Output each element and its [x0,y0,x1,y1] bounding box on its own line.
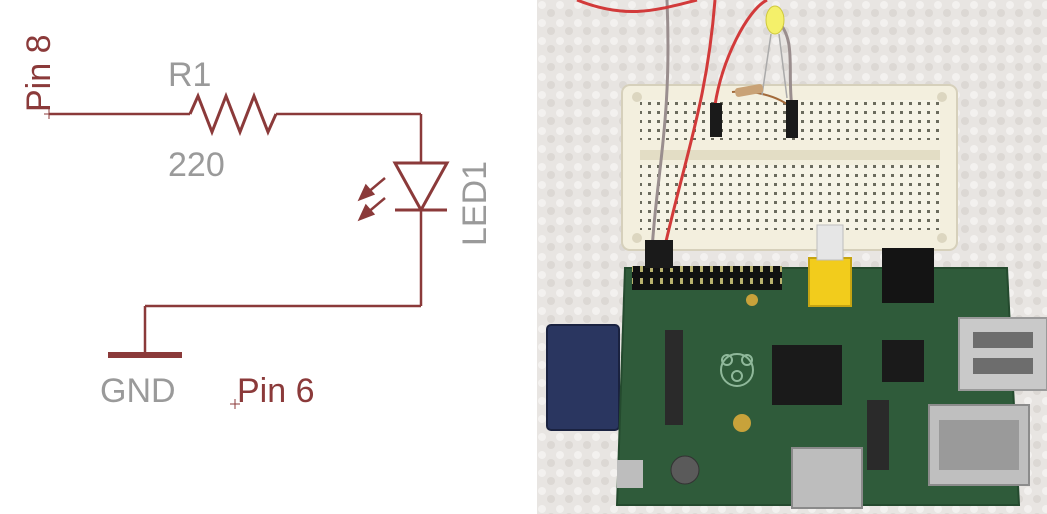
gpio-header [632,266,782,290]
soc-chip [772,345,842,405]
jumper-pin-right [786,100,798,138]
resistor-name-label: R1 [168,56,211,94]
schematic-svg: Pin 8 R1 220 LED1 GND [0,0,536,514]
usb-ports [959,318,1047,390]
hdmi-port [792,448,862,508]
gpio-jumper-pins [645,240,673,268]
gnd-label: GND [100,372,176,410]
usb-chip [882,340,924,382]
raspberry-pi-breadboard-photo [537,0,1047,514]
pin6-label: Pin 6 [237,372,315,410]
pin8-label: Pin 8 [20,35,58,113]
circuit-schematic: Pin 8 R1 220 LED1 GND [0,0,536,514]
led-light-arrows [360,178,385,219]
power-port [617,460,643,488]
sd-card [547,325,619,430]
jumper-pin-left [710,103,722,137]
resistor-value-label: 220 [168,146,225,184]
resistor-r1-symbol [190,96,276,132]
led-name-label: LED1 [456,161,494,246]
rca-connector [809,258,851,306]
audio-jack [882,248,934,303]
photo-svg [537,0,1047,514]
raspberry-pi-board [617,225,1047,508]
led-diode-symbol [395,163,447,210]
